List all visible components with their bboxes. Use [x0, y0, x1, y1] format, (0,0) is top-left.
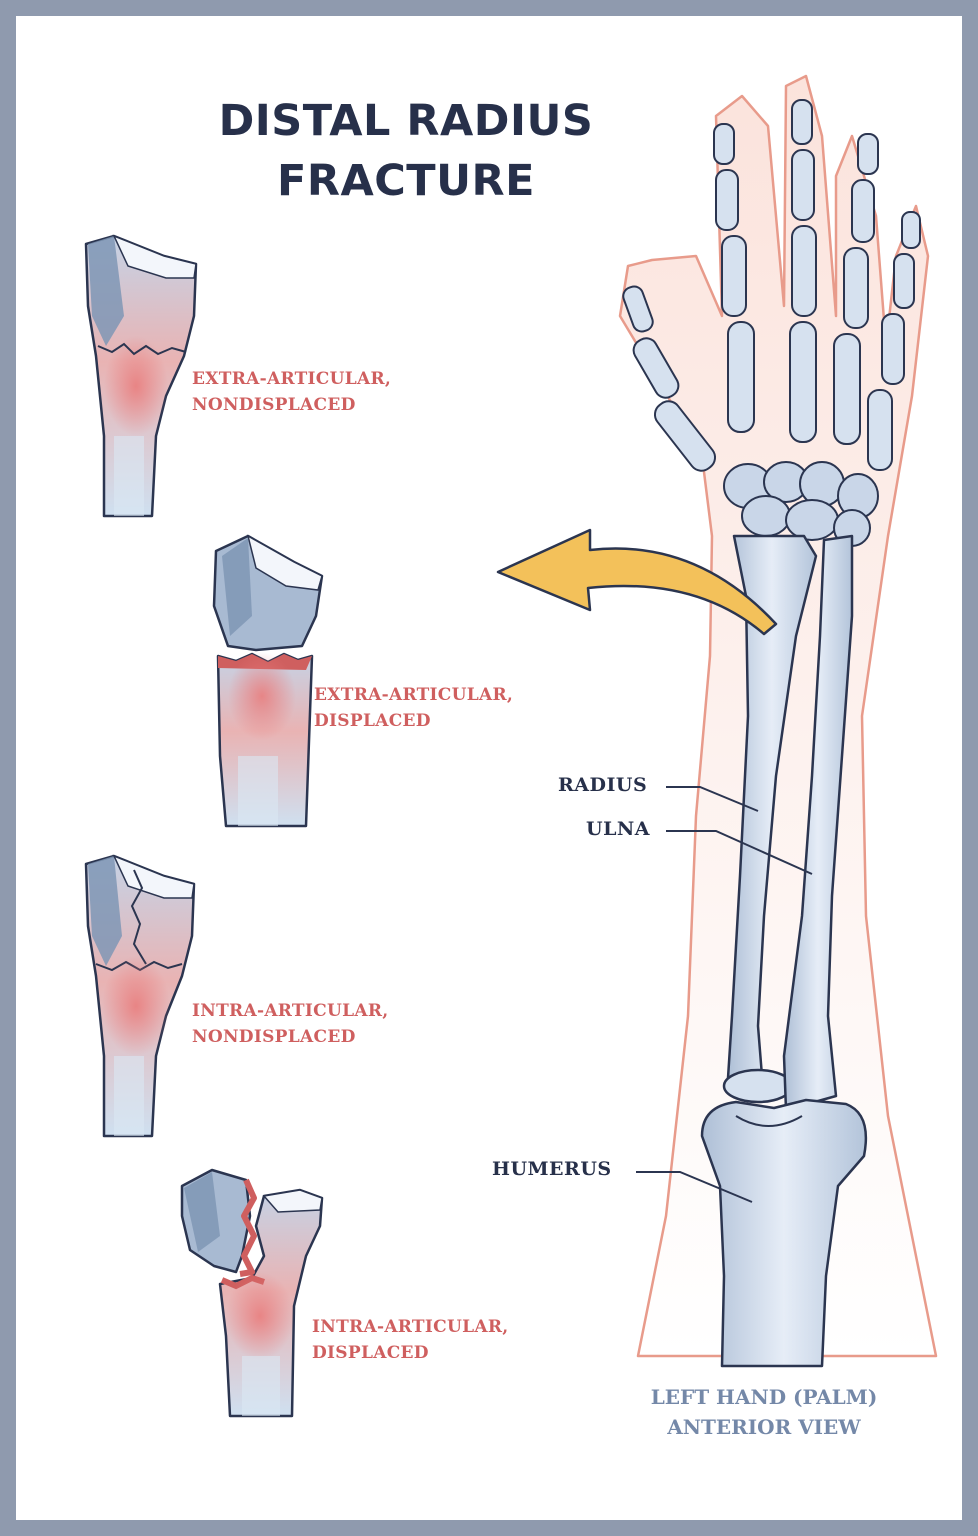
bone-intra-articular-nondisplaced [84, 854, 196, 1138]
bone-extra-articular-displaced [212, 534, 324, 828]
label-radius: RADIUS [558, 774, 648, 796]
page-title-line2: FRACTURE [276, 156, 536, 206]
illustration-art [84, 74, 938, 1418]
label-extra-articular-nondisplaced: EXTRA-ARTICULAR, NONDISPLACED [192, 369, 392, 415]
label-ulna: ULNA [586, 818, 651, 840]
bone-extra-articular-nondisplaced [84, 234, 198, 518]
label-intra-articular-displaced: INTRA-ARTICULAR, DISPLACED [312, 1317, 509, 1363]
label-humerus: HUMERUS [492, 1158, 612, 1180]
arm-skeleton [618, 74, 938, 1368]
bone-intra-articular-displaced [180, 1168, 324, 1418]
label-extra-articular-displaced: EXTRA-ARTICULAR, DISPLACED [314, 685, 514, 731]
view-caption: LEFT HAND (PALM) ANTERIOR VIEW [650, 1385, 878, 1439]
illustration-frame: DISTAL RADIUS FRACTURE EXTRA-ARTICULAR, … [16, 16, 962, 1520]
label-intra-articular-nondisplaced: INTRA-ARTICULAR, NONDISPLACED [192, 1001, 389, 1047]
arrow-icon [496, 528, 778, 636]
page-title-line1: DISTAL RADIUS [218, 96, 594, 146]
